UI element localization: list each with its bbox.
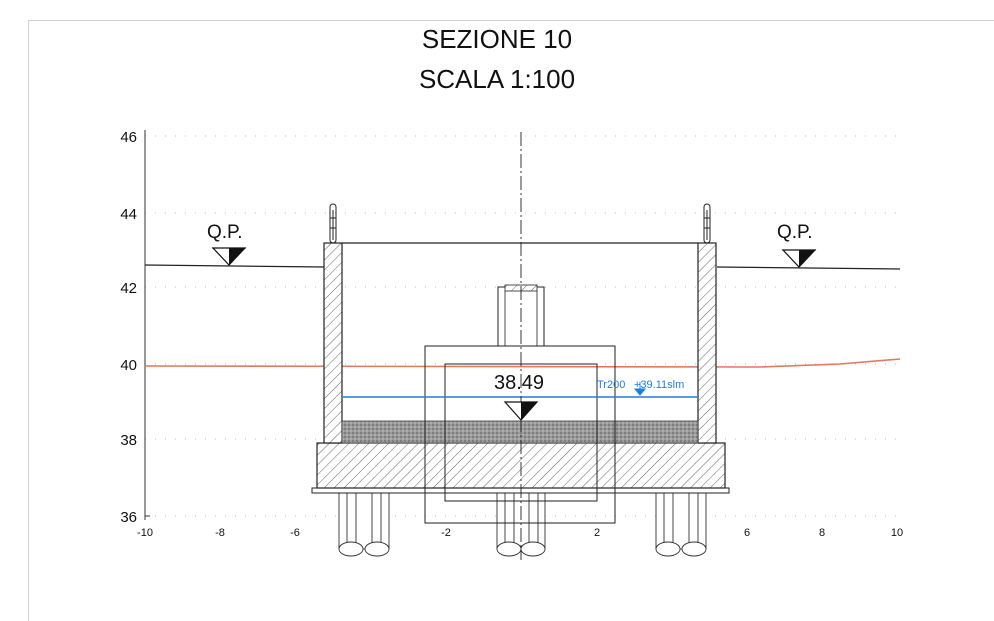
- level-marker-icon: [503, 401, 539, 421]
- center-level-label: 38.49: [494, 372, 544, 394]
- drawing-title: SEZIONE 10: [421, 24, 573, 54]
- x-tick--8: -8: [215, 527, 225, 539]
- foundation-base-plate: [311, 487, 730, 494]
- y-tick-40: 40: [120, 357, 137, 374]
- orange-profile-line: [144, 358, 901, 368]
- drawing-frame: [28, 20, 994, 621]
- y-tick-46: 46: [120, 129, 137, 146]
- water-level-name: Tr200: [597, 379, 625, 391]
- qp-right-marker-icon: [781, 249, 817, 268]
- x-tick-6: 6: [744, 527, 750, 539]
- right-wall: [697, 242, 717, 444]
- qp-left-label: Q.P.: [207, 222, 243, 243]
- x-tick-2: 2: [594, 527, 600, 539]
- railing-left: [329, 203, 337, 244]
- water-level-marker-icon: [633, 382, 647, 396]
- x-tick--6: -6: [290, 527, 300, 539]
- x-tick--2: -2: [441, 527, 451, 539]
- qp-left-marker-icon: [211, 247, 247, 266]
- ground-right: [716, 266, 901, 270]
- y-tick-36: 36: [120, 509, 137, 526]
- gravel-bed: [341, 420, 699, 444]
- qp-right-label: Q.P.: [777, 222, 813, 243]
- x-tick--10: -10: [137, 527, 153, 539]
- railing-right: [703, 203, 711, 244]
- x-tick-10: 10: [891, 527, 903, 539]
- drawing-scale: SCALA 1:100: [418, 64, 576, 94]
- y-tick-38: 38: [120, 432, 137, 449]
- left-wall: [323, 242, 343, 444]
- water-level-value: +39.11slm: [634, 379, 684, 391]
- y-tick-42: 42: [120, 280, 137, 297]
- ground-left: [144, 264, 325, 268]
- x-tick-8: 8: [819, 527, 825, 539]
- y-tick-44: 44: [120, 206, 137, 223]
